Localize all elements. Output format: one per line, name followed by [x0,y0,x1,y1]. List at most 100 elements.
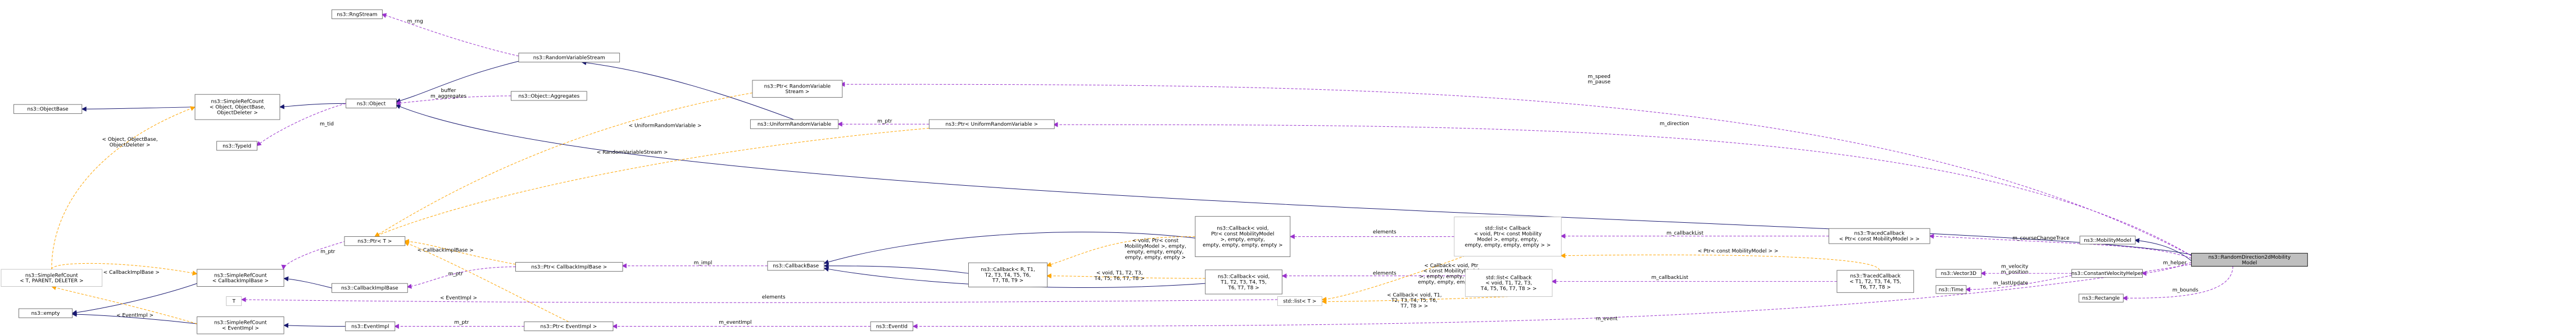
edge-line [283,276,332,288]
node-box[interactable] [518,53,620,63]
node-vector3-d[interactable]: ns3::Vector3D [1935,269,1982,278]
node-callback-ptr[interactable]: ns3::Callback< void,Ptr< const MobilityM… [1195,216,1291,257]
node-box[interactable] [2079,236,2136,245]
node-label: < Object, ObjectBase, [210,105,265,111]
node-callback-impl-base[interactable]: ns3::CallbackImplBase [332,283,408,293]
node-box[interactable] [968,262,1048,287]
node-box[interactable] [1,269,103,287]
node-label: ns3::ConstantVelocityHelper [2071,271,2143,277]
node-ptr-random-variable-stream[interactable]: ns3::Ptr< RandomVariableStream > [752,80,843,98]
node-box[interactable] [197,269,284,287]
edge-tpl-callbackimplbase-2: < CallbackImplBase > [51,263,198,276]
node-uniform-random-variable[interactable]: ns3::UniformRandomVariable [750,119,839,129]
node-box[interactable] [346,98,397,108]
node-label: T6, T7, T8 > [1860,284,1891,290]
edge-line [51,285,197,324]
node-rectangle[interactable]: ns3::Rectangle [2078,293,2124,302]
edge-line [241,297,1278,303]
edge-inh-eventimpl-src [283,323,346,328]
node-ptr-uniform-random-variable[interactable]: ns3::Ptr< UniformRandomVariable > [928,119,1055,129]
edge-line [395,60,521,103]
node-box[interactable] [345,321,396,332]
node-box[interactable] [1195,216,1291,257]
node-type-id[interactable]: ns3::TypeId [216,141,257,151]
edge-inh-callbackr-base [823,263,969,274]
edge-label: m_helper [2163,260,2187,266]
edge-elements-3: elements [241,295,1278,303]
node-box[interactable] [1935,269,1982,278]
node-callback-base[interactable]: ns3::CallbackBase [767,261,824,271]
node-box[interactable] [194,94,280,120]
node-box[interactable] [1836,270,1914,293]
node-object-base[interactable]: ns3::ObjectBase [13,104,83,114]
edge-label: m_bounds [2173,287,2198,293]
edge-tpl-ptr-const-mobility: < Ptr< const MobilityModel > > [1560,249,1880,270]
node-object-aggregates[interactable]: ns3::Object::Aggregates [511,91,587,101]
node-simple-ref-count-callback-impl-base[interactable]: ns3::SimpleRefCount< CallbackImplBase > [197,269,284,287]
node-box[interactable] [197,316,284,334]
edge-inh-src-objectbase [81,106,196,112]
node-list-t[interactable]: std::list< T > [1277,296,1322,306]
node-box[interactable] [2071,269,2143,278]
node-label: ns3::CallbackBase [773,264,819,269]
node-box[interactable] [226,296,242,306]
node-box[interactable] [750,119,839,129]
node-box[interactable] [515,261,623,272]
node-random-variable-stream[interactable]: ns3::RandomVariableStream [518,53,620,63]
node-label: ns3::Rectangle [2082,296,2120,301]
node-ptr-event-impl[interactable]: ns3::Ptr< EventImpl > [524,321,614,332]
node-t[interactable]: T [226,296,242,306]
node-label: < T1, T2, T3, T4, T5, [1849,279,1901,285]
node-box[interactable] [1454,217,1562,257]
edge-line [395,95,511,105]
node-box[interactable] [216,141,257,151]
node-event-id[interactable]: ns3::EventId [870,321,914,332]
node-box[interactable] [524,321,614,332]
node-list-callback-ptr[interactable]: std::list< Callback< void, Ptr< const Mo… [1454,217,1562,257]
node-label: empty, empty, empty, empty > [1203,242,1283,248]
node-box[interactable] [18,308,73,318]
node-constant-velocity-helper[interactable]: ns3::ConstantVelocityHelper [2071,269,2143,278]
node-traced-callback-t[interactable]: ns3::TracedCallback< T1, T2, T3, T4, T5,… [1836,270,1914,293]
node-box[interactable] [767,261,824,271]
node-list-callback-t[interactable]: std::list< Callback< void, T1, T2, T3,T4… [1465,269,1553,297]
node-ptr-t[interactable]: ns3::Ptr< T > [344,236,406,246]
node-simple-ref-count-event-impl[interactable]: ns3::SimpleRefCount< EventImpl > [197,316,284,334]
edge-line [1965,275,2072,292]
node-box[interactable] [13,104,83,114]
node-label: ns3::Ptr< UniformRandomVariable > [946,122,1038,127]
node-box[interactable] [332,9,383,19]
node-box[interactable] [928,119,1055,129]
node-box[interactable] [344,236,406,246]
node-box[interactable] [1205,269,1282,295]
node-callback-r[interactable]: ns3::Callback< R, T1,T2, T3, T4, T5, T6,… [968,262,1048,287]
node-traced-callback-ptr[interactable]: ns3::TracedCallback< Ptr< const Mobility… [1829,228,1930,244]
node-box[interactable] [1829,228,1930,244]
node-box[interactable] [1277,296,1322,306]
node-box[interactable] [752,80,843,98]
node-callback-void[interactable]: ns3::Callback< void,T1, T2, T3, T4, T5,T… [1205,269,1282,295]
node-event-impl[interactable]: ns3::EventImpl [345,321,396,332]
node-simple-ref-count-t[interactable]: ns3::SimpleRefCount< T, PARENT, DELETER … [1,269,103,287]
node-rng-stream[interactable]: ns3::RngStream [332,9,383,19]
edge-label: < UniformRandomVariable > [629,123,702,129]
node-box[interactable] [870,321,914,332]
node-ptr-callback-impl-base[interactable]: ns3::Ptr< CallbackImplBase > [515,261,623,272]
edge-m-callbackList-2: m_callbackList [1551,275,1837,284]
node-box[interactable] [1465,269,1553,297]
node-time[interactable]: ns3::Time [1935,285,1967,294]
node-box[interactable] [2191,253,2308,267]
edge-label: < RandomVariableStream > [597,150,668,155]
node-box[interactable] [511,91,587,101]
node-empty[interactable]: ns3::empty [18,308,73,318]
node-label: T [232,299,235,305]
node-box[interactable] [2078,293,2124,302]
node-box[interactable] [332,283,408,293]
node-object[interactable]: ns3::Object [346,98,397,108]
node-simple-ref-count-object[interactable]: ns3::SimpleRefCount< Object, ObjectBase,… [194,94,280,120]
node-mobility-model[interactable]: ns3::MobilityModel [2079,236,2136,245]
node-box[interactable] [1935,285,1967,294]
edge-line [374,93,753,237]
edge-m-rng: m_rng [381,13,519,57]
